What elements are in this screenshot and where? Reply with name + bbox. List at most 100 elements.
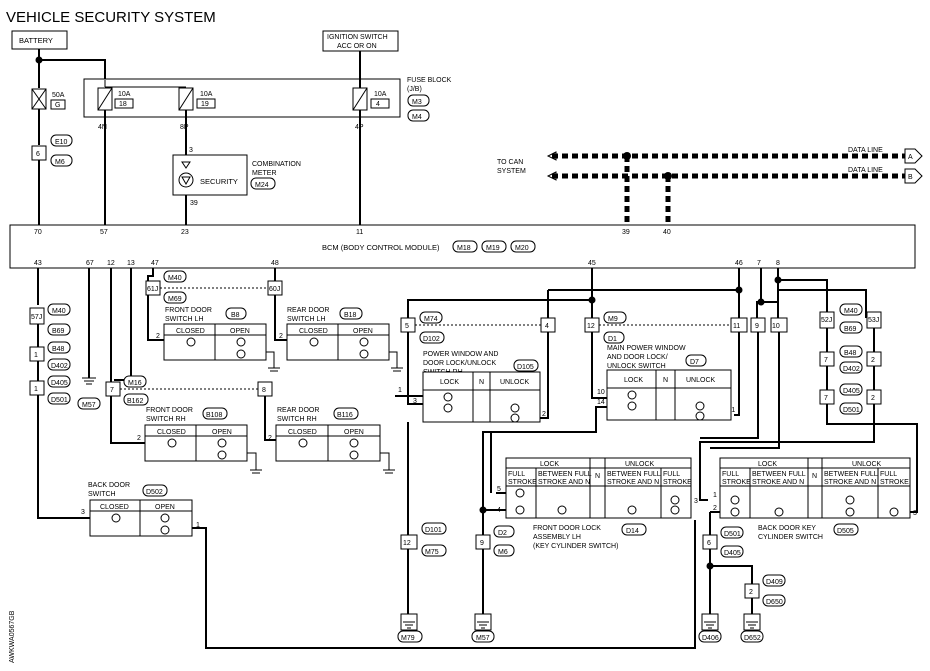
pin-53j: 53J — [868, 317, 879, 324]
fd-lock-lock: LOCK — [540, 461, 559, 468]
rd-lh-label-2: SWITCH LH — [287, 316, 326, 323]
conn-d402-right: D402 — [843, 366, 860, 373]
ignition-label-2: ACC OR ON — [337, 43, 377, 50]
bcm-pin-43: 43 — [34, 260, 42, 267]
bcm-pin-39: 39 — [622, 229, 630, 236]
data-line-b-label: DATA LINE — [848, 167, 883, 174]
fd-lock-between-3: BETWEEN FULL — [607, 471, 661, 478]
back-door-switch-label-1: BACK DOOR — [88, 482, 130, 489]
pin-11-main: 11 — [733, 323, 740, 330]
ignition-label-1: IGNITION SWITCH — [327, 34, 388, 41]
main-pw-label-3: UNLOCK SWITCH — [607, 363, 666, 370]
conn-m40-right: M40 — [844, 308, 858, 315]
combo-pin-3: 3 — [189, 147, 193, 154]
back-door-switch — [89, 499, 193, 537]
main-pin-14: 14 — [597, 399, 605, 406]
fd-lock-between-4: STROKE AND N — [607, 479, 659, 486]
conn-m79-ground: M79 — [401, 635, 415, 642]
conn-d406-ground: D406 — [702, 635, 719, 642]
bd-key-lock: LOCK — [758, 461, 777, 468]
rd-rh-label-2: SWITCH RH — [277, 416, 317, 423]
fuse-block-conn-2: M4 — [412, 114, 422, 121]
bcm-pin-48: 48 — [271, 260, 279, 267]
bd-key-between-2: STROKE AND N — [752, 479, 804, 486]
bd-key-full-2: STROKE — [722, 479, 751, 486]
can-label-2: SYSTEM — [497, 168, 526, 175]
bd-key-full-1: FULL — [722, 471, 739, 478]
fd-lh-conn: B8 — [231, 312, 240, 319]
pw-rh-n: N — [479, 379, 484, 386]
pin-52j: 52J — [821, 317, 832, 324]
pin-4-pw: 4 — [545, 323, 549, 330]
pin-2-bottom: 2 — [749, 589, 753, 596]
back-door-switch-conn: D502 — [146, 489, 163, 496]
rd-rh-label-1: REAR DOOR — [277, 407, 319, 414]
fuse-19-id: 19 — [201, 101, 209, 108]
bcm-pin-47: 47 — [151, 260, 159, 267]
bd-key-between-3: BETWEEN FULL — [824, 471, 878, 478]
fuse-19-amp: 10A — [200, 91, 213, 98]
conn-d102: D102 — [423, 336, 440, 343]
rd-rh-conn: B116 — [337, 412, 353, 419]
pin-9-right: 9 — [755, 323, 759, 330]
conn-d652-ground: D652 — [744, 635, 761, 642]
fuse-50a-id: G — [55, 102, 60, 109]
fd-lock-label-3: (KEY CYLINDER SWITCH) — [533, 543, 618, 550]
security-label: SECURITY — [200, 177, 238, 186]
bcm-pin-46: 46 — [735, 260, 743, 267]
pin-1-b: 1 — [34, 386, 38, 393]
back-door-key-cylinder-switch — [719, 457, 911, 519]
rd-lh-closed: CLOSED — [299, 328, 328, 335]
fd-lh-pin-2: 2 — [156, 333, 160, 340]
bcm-label: BCM (BODY CONTROL MODULE) — [322, 243, 440, 252]
conn-m69: M69 — [168, 296, 182, 303]
fd-rh-closed: CLOSED — [157, 429, 186, 436]
pin-7-right-a: 7 — [824, 357, 828, 364]
rd-lh-conn: B18 — [344, 312, 357, 319]
main-pw-label-1: MAIN POWER WINDOW — [607, 345, 686, 352]
back-door-open-header: OPEN — [155, 504, 175, 511]
back-door-switch-label-2: SWITCH — [88, 491, 116, 498]
fd-rh-open: OPEN — [212, 429, 232, 436]
fd-lh-open: OPEN — [230, 328, 250, 335]
conn-m9: M9 — [608, 316, 618, 323]
fd-lock-full-3: FULL — [663, 471, 680, 478]
pin-10-right: 10 — [772, 323, 780, 330]
bcm-pin-7: 7 — [757, 260, 761, 267]
pw-rh-conn: D105 — [517, 364, 534, 371]
fuse-block — [83, 78, 401, 118]
conn-b162: B162 — [127, 398, 143, 405]
connector-e10: E10 — [55, 139, 68, 146]
bd-key-label-2: CYLINDER SWITCH — [758, 534, 823, 541]
fd-lock-pin-3: 3 — [694, 498, 698, 505]
pw-pin-2: 2 — [542, 411, 546, 418]
conn-d405-right: D405 — [843, 388, 860, 395]
main-pw-conn: D7 — [690, 359, 699, 366]
conn-b48-right: B48 — [844, 350, 857, 357]
rd-lh-pin-2: 2 — [279, 333, 283, 340]
conn-m57-ground-left: M57 — [82, 402, 96, 409]
can-end-b: B — [908, 174, 913, 181]
pin-1-a: 1 — [34, 352, 38, 359]
back-door-closed-header: CLOSED — [100, 504, 129, 511]
e10-pin: 6 — [36, 151, 40, 158]
pw-rh-lock: LOCK — [440, 379, 459, 386]
diagram-title: VEHICLE SECURITY SYSTEM — [6, 9, 216, 26]
bcm-pin-45: 45 — [588, 260, 596, 267]
bcm-pin-23: 23 — [181, 229, 189, 236]
pin-61j: 61J — [147, 286, 158, 293]
pin-8-rd-rh: 8 — [262, 387, 266, 394]
fd-lock-conn: D14 — [626, 528, 639, 535]
pw-rh-unlock: UNLOCK — [500, 379, 530, 386]
main-pin-11: 11 — [728, 407, 735, 414]
conn-m40-left: M40 — [52, 308, 66, 315]
bcm-conn-m20: M20 — [515, 245, 529, 252]
pin-57j: 57J — [31, 314, 42, 321]
fuse-4-id: 4 — [376, 101, 380, 108]
conn-d1: D1 — [608, 336, 617, 343]
bd-key-n: N — [812, 473, 817, 480]
conn-d650: D650 — [766, 599, 783, 606]
rd-lh-label-1: REAR DOOR — [287, 307, 329, 314]
conn-d409: D409 — [766, 579, 783, 586]
conn-d405-left: D405 — [51, 380, 68, 387]
